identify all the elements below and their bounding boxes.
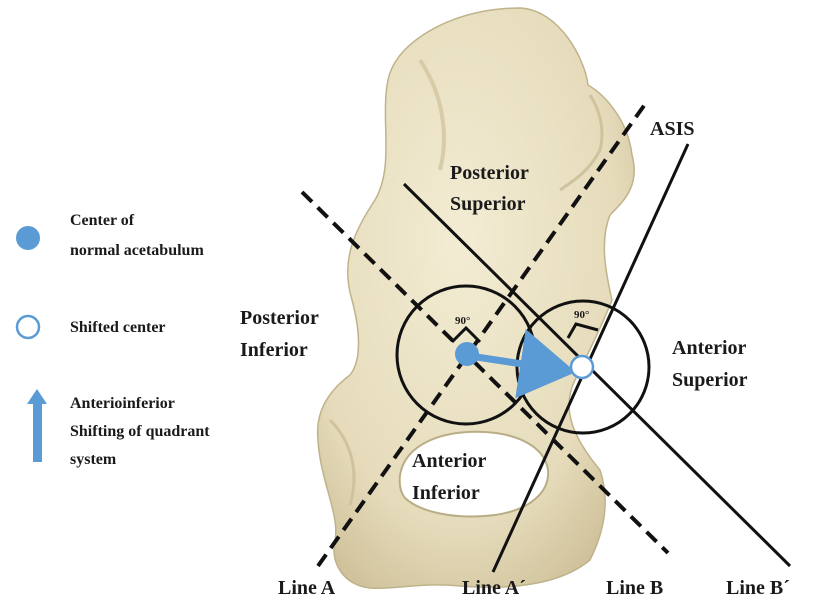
legend-shift-arrow-icon xyxy=(27,389,47,462)
legend-shifted-center-label: Shifted center xyxy=(70,319,166,336)
angle-label-right: 90° xyxy=(574,309,589,321)
normal-center-marker xyxy=(455,342,479,366)
line-b-prime-label: Line B´ xyxy=(726,577,790,599)
line-a-label: Line A xyxy=(278,577,336,599)
quadrant-anterior-superior: Anterior Superior xyxy=(672,337,751,391)
angle-label-left: 90° xyxy=(455,315,470,327)
legend-shift-arrow-label: Anterioinferior Shifting of quadrant sys… xyxy=(70,395,214,468)
quadrant-posterior-inferior: Posterior Inferior xyxy=(240,307,324,361)
line-b-label: Line B xyxy=(606,577,663,599)
asis-label: ASIS xyxy=(650,118,694,140)
legend: Center of normal acetabulum Shifted cent… xyxy=(16,212,214,468)
shifted-center-marker xyxy=(571,356,593,378)
line-a-prime-label: Line A´ xyxy=(462,577,526,599)
legend-normal-center-icon xyxy=(16,226,40,250)
legend-normal-center-label: Center of normal acetabulum xyxy=(70,212,204,259)
legend-shifted-center-icon xyxy=(17,316,39,338)
